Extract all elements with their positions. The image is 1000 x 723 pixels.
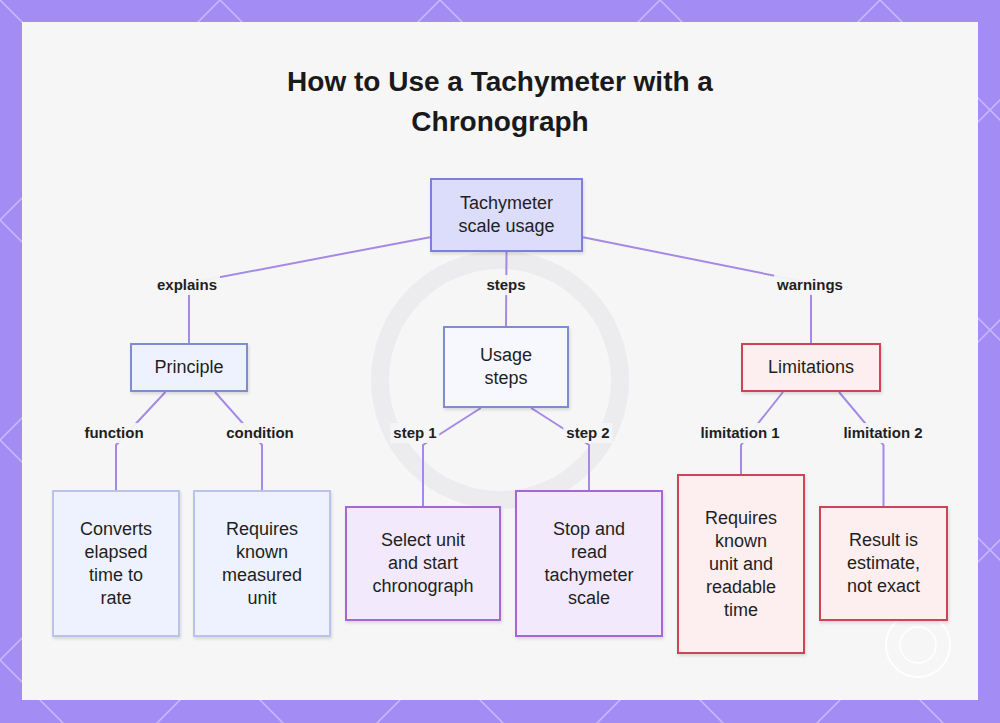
watch-illustration [380,260,620,500]
edge-label: warnings [774,275,846,295]
edge-label: condition [223,423,297,443]
node-text: Requires known unit and readable time [703,507,779,622]
node-text: Result is estimate, not exact [838,529,929,598]
node-text: Usage steps [468,344,544,390]
node-text: Limitations [768,356,854,379]
warning-leaf-box: Requires known unit and readable time [677,474,805,654]
connector-line [839,392,884,506]
edge-label: limitation 1 [697,423,782,443]
diagram-title: How to Use a Tachymeter with a Chronogra… [230,62,770,142]
edge-label: limitation 2 [840,423,925,443]
category-box: Principle [130,343,248,392]
edge-label: steps [483,275,528,295]
node-text: Requires known measured unit [216,518,308,610]
warning-leaf-box: Result is estimate, not exact [819,506,948,621]
connector-line [531,408,589,490]
warning-box: Limitations [741,343,881,392]
node-text: Select unit and start chronograph [367,529,479,598]
root-box: Tachymeter scale usage [430,178,583,252]
edge-label: step 2 [563,423,612,443]
node-text: Stop and read tachymeter scale [543,518,635,610]
edge-label: explains [154,275,220,295]
leaf-box: Converts elapsed time to rate [52,490,180,637]
edge-label: step 1 [390,423,439,443]
connector-line [189,237,430,343]
category-box: Usage steps [443,326,569,408]
panel [22,22,978,700]
node-text: Converts elapsed time to rate [76,518,156,610]
node-text: Tachymeter scale usage [444,192,569,238]
step-box: Select unit and start chronograph [345,506,501,621]
logo-mark [886,613,950,677]
logo-mark [900,627,936,663]
node-text: Principle [154,356,223,379]
leaf-box: Requires known measured unit [193,490,331,637]
edge-label: function [81,423,146,443]
step-box: Stop and read tachymeter scale [515,490,663,637]
